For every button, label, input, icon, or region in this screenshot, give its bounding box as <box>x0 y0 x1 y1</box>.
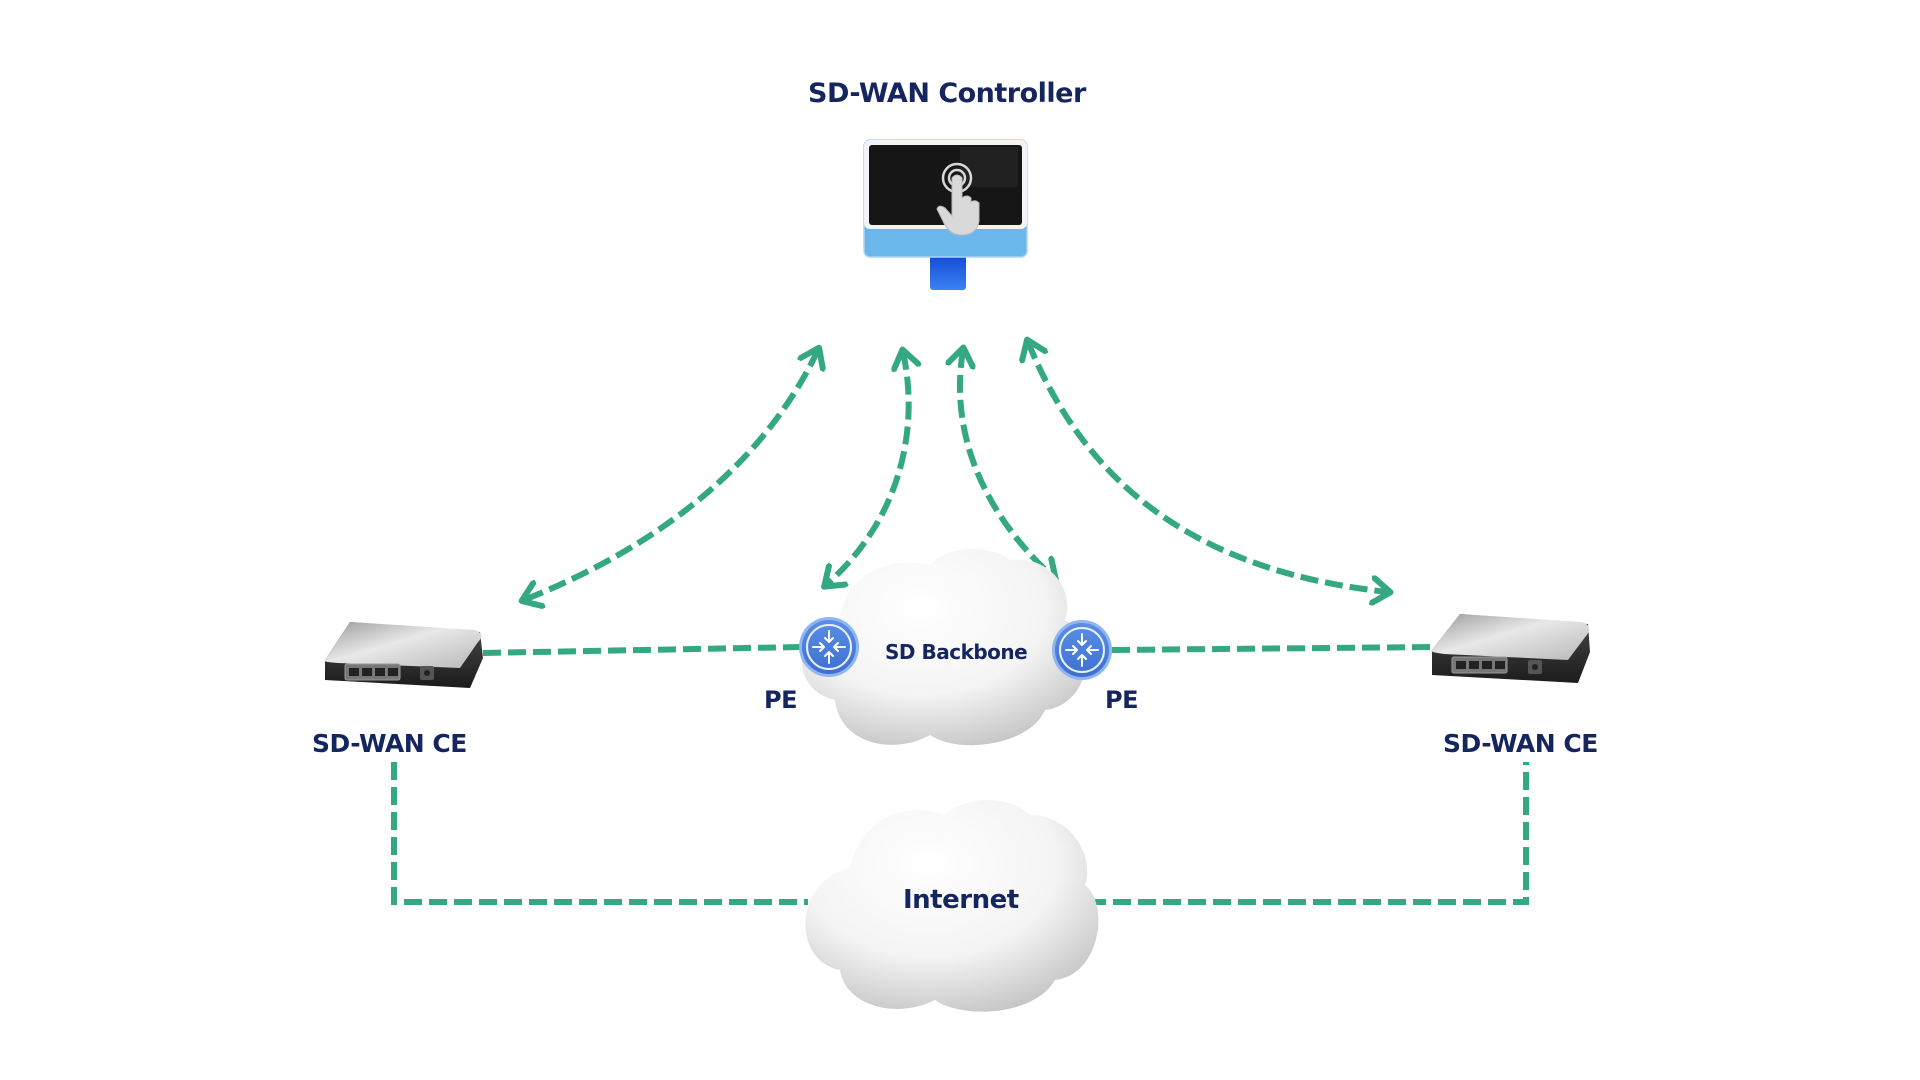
ce-right-label: SD-WAN CE <box>1443 729 1598 758</box>
internet-label: Internet <box>903 885 1019 915</box>
backbone-cloud-icon <box>801 549 1087 746</box>
pe-right-router-icon <box>1052 620 1112 680</box>
pe-left-label: PE <box>764 686 797 714</box>
pe-right-label: PE <box>1105 686 1138 714</box>
backbone-label: SD Backbone <box>885 640 1028 664</box>
link-controller-ce-left <box>524 350 818 600</box>
link-ce-left-pe-left <box>482 644 801 656</box>
link-controller-pe-left <box>826 352 909 585</box>
internet-cloud-icon <box>805 800 1099 1012</box>
link-ce-left-internet <box>391 762 808 905</box>
link-internet-ce-right <box>1088 762 1529 905</box>
ce-left-router-icon <box>324 622 483 688</box>
pe-left-router-icon <box>799 617 859 677</box>
ce-right-router-icon <box>1431 614 1590 683</box>
controller-label: SD-WAN Controller <box>808 78 1086 109</box>
link-controller-ce-right <box>1028 342 1388 592</box>
touch-hand-icon <box>936 162 980 236</box>
link-controller-pe-right <box>960 350 1054 578</box>
controller-monitor-icon <box>863 139 1028 290</box>
link-pe-right-ce-right <box>1111 644 1435 653</box>
ce-left-label: SD-WAN CE <box>312 729 467 758</box>
